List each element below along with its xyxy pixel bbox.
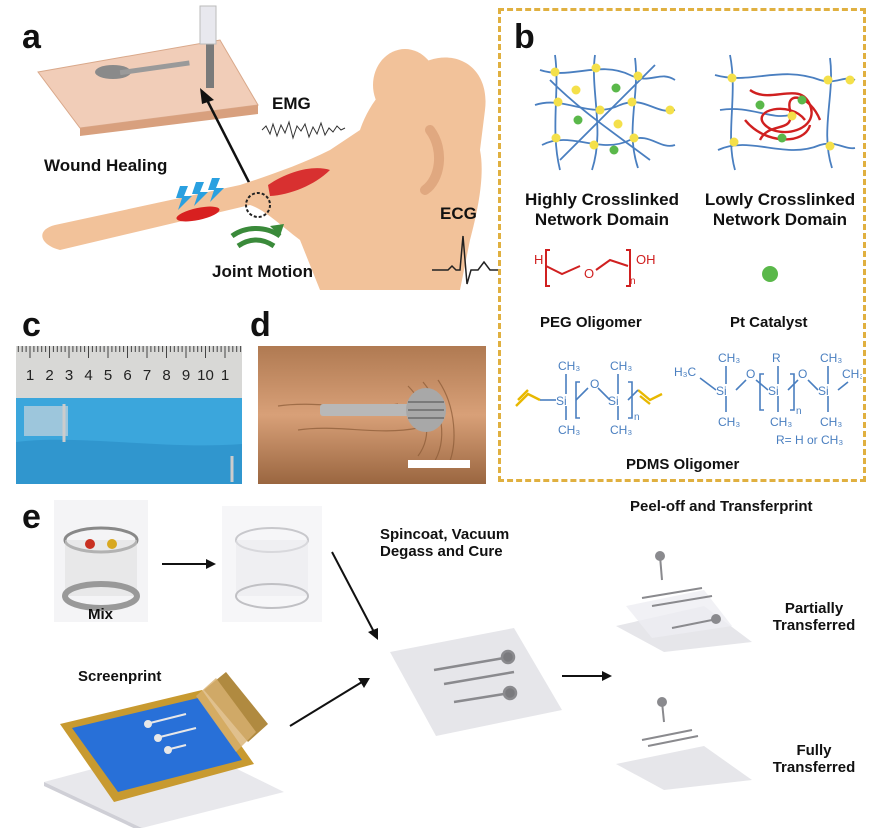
low-crosslink-network-diagram: [714, 54, 856, 171]
screenprint-label: Screenprint: [78, 668, 162, 685]
ruler-tick-label: 7: [143, 367, 151, 384]
emg-label: EMG: [272, 94, 311, 113]
panel-d-photo: [258, 346, 486, 484]
panel-b-letter: b: [514, 18, 535, 56]
ruler-tick-label: 3: [65, 367, 73, 384]
high-crosslink-network-diagram: [534, 54, 676, 171]
pdms-o: O: [590, 377, 599, 391]
pdms-ch3-4: CH₃: [610, 423, 632, 437]
ruler-tick-label: 6: [123, 367, 131, 384]
hydride-si-1: Si: [716, 384, 727, 398]
pdms-ch3-2: CH₃: [558, 423, 580, 437]
panel-b-frame: [498, 8, 866, 482]
ruler-tick-label: 1: [26, 367, 34, 384]
pdms-si-2: Si: [608, 394, 619, 408]
hydride-n: n: [796, 406, 802, 417]
hydride-o-2: O: [798, 367, 807, 381]
high-crosslink-label: Highly Crosslinked Network Domain: [525, 190, 679, 229]
screenprint-frame-drawing: [44, 672, 284, 828]
biceps-muscle: [268, 168, 330, 196]
hydride-ch3-1: CH₃: [718, 351, 740, 365]
hydride-r: R: [772, 351, 781, 365]
pdms-hydride-structure-diagram: H₃C Si Si Si O O R CH₃ CH₃ CH₃ CH₃ CH₃ C…: [674, 351, 862, 447]
peg-h-label: H: [534, 252, 543, 267]
partial-transfer-drawing: [616, 551, 752, 652]
mix-label: Mix: [88, 606, 114, 623]
ecg-signal: [432, 235, 498, 285]
peel-off-label: Peel-off and Transferprint: [630, 498, 813, 515]
pdms-vinyl-structure-diagram: Si Si O CH₃ CH₃ CH₃ CH₃ n: [515, 359, 663, 437]
panel-e-letter: e: [22, 498, 41, 536]
hydride-ch3-4: CH₃: [820, 351, 842, 365]
stimulation-bolts-icon: [176, 178, 224, 210]
pdms-si-1: Si: [556, 394, 567, 408]
electrode-trace: [119, 60, 190, 76]
peg-n-label: n: [630, 276, 636, 287]
r-group-note: R= H or CH₃: [776, 433, 843, 447]
ruler-tick-label: 1: [221, 367, 229, 384]
empty-ring-photo: [222, 506, 322, 622]
pdms-ch3-1: CH₃: [558, 359, 580, 373]
ruler-tick-label: 5: [104, 367, 112, 384]
cured-substrate-drawing: [390, 628, 562, 736]
pdms-oligomer-label: PDMS Oligomer: [626, 456, 740, 473]
hydride-ch3-5: CH₃: [820, 415, 842, 429]
electrode-pad: [95, 65, 131, 79]
peg-oligomer-label: PEG Oligomer: [540, 314, 642, 331]
arrow-mix-to-vessel: [162, 559, 216, 569]
arrows-to-spincoat: [289, 551, 378, 727]
skin-electrode-photo-drawing: [258, 346, 486, 484]
hydride-ch3-2: CH₃: [718, 415, 740, 429]
fully-transferred-label: Fully Transferred: [772, 742, 856, 776]
ruler-tick-label: 4: [84, 367, 92, 384]
elbow-sensor-marker: [245, 192, 271, 218]
ecg-label: ECG: [440, 204, 477, 223]
spincoat-label: Spincoat, Vacuum Degass and Cure: [380, 526, 510, 560]
ruler-tick-label: 9: [182, 367, 190, 384]
mix-ring-drawing: [62, 526, 140, 611]
partially-transferred-label: Partially Transferred: [772, 600, 856, 634]
full-transfer-drawing: [616, 697, 752, 790]
panel-c-letter: c: [22, 306, 41, 344]
hydride-h3c: H₃C: [674, 365, 697, 379]
panel-a-illustration: [37, 5, 498, 290]
empty-ring-drawing: [235, 527, 309, 609]
emg-signal: [261, 120, 346, 140]
arrow-to-transfer: [562, 671, 612, 681]
pdms-n: n: [634, 412, 640, 423]
panel-d-letter: d: [250, 306, 271, 344]
wound-healing-label: Wound Healing: [44, 156, 168, 175]
peg-oh-label: OH: [636, 252, 656, 267]
connector-pin: [206, 40, 214, 88]
joint-motion-arrows-icon: [230, 226, 282, 249]
mix-vial-photo: [54, 500, 148, 622]
human-figure: [42, 57, 486, 290]
ruler-tick-label: 10: [197, 367, 214, 384]
wound-mark: [176, 206, 220, 222]
peg-structure-diagram: H O OH n: [534, 249, 656, 287]
hydride-o-1: O: [746, 367, 755, 381]
pdms-ch3-3: CH₃: [610, 359, 632, 373]
ruler-tick-label: 8: [162, 367, 170, 384]
joint-motion-label: Joint Motion: [212, 262, 314, 281]
pt-catalyst-label: Pt Catalyst: [730, 314, 808, 331]
peg-o-label: O: [584, 266, 594, 281]
hydride-ch3-3: CH₃: [770, 415, 792, 429]
panel-a-letter: a: [22, 18, 41, 56]
hydride-si-2: Si: [768, 384, 779, 398]
scale-bar: [408, 460, 470, 468]
pt-catalyst-dot: [762, 266, 778, 282]
hydride-ch3-6: CH₃: [842, 367, 862, 381]
low-crosslink-label: Lowly Crosslinked Network Domain: [704, 190, 856, 229]
hydride-si-3: Si: [818, 384, 829, 398]
ruler-tick-label: 2: [45, 367, 53, 384]
